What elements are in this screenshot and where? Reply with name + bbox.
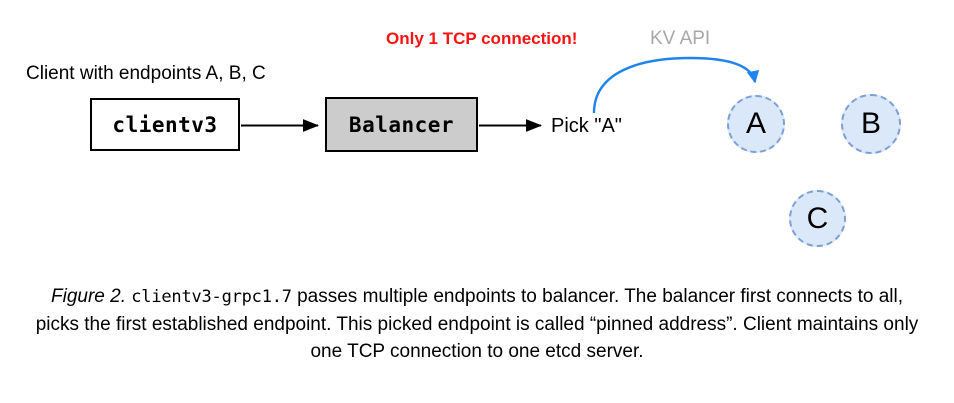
kv-api-label: KV API xyxy=(650,28,711,49)
endpoint-circle-b: B xyxy=(841,94,901,154)
figure-diagram: Client with endpoints A, B, C Only 1 TCP… xyxy=(26,28,901,247)
figure-caption-number: Figure 2. xyxy=(51,286,126,307)
figure-caption: Figure 2. clientv3-grpc1.7 passes multip… xyxy=(30,283,924,365)
node-clientv3: clientv3 xyxy=(90,98,240,151)
client-endpoints-label: Client with endpoints A, B, C xyxy=(26,63,266,84)
endpoint-circle-a: A xyxy=(727,95,785,153)
figure-caption-mono-term: clientv3-grpc1.7 xyxy=(131,287,292,307)
tcp-connection-note: Only 1 TCP connection! xyxy=(386,29,578,48)
node-balancer: Balancer xyxy=(325,97,478,152)
diagram-connectors xyxy=(241,56,760,132)
endpoint-circle-c: C xyxy=(789,190,846,247)
figure-caption-body: passes multiple endpoints to balancer. T… xyxy=(35,286,919,362)
pick-a-label: Pick "A" xyxy=(551,115,622,137)
arrow-kv-api-to-endpoint-a xyxy=(592,56,760,114)
